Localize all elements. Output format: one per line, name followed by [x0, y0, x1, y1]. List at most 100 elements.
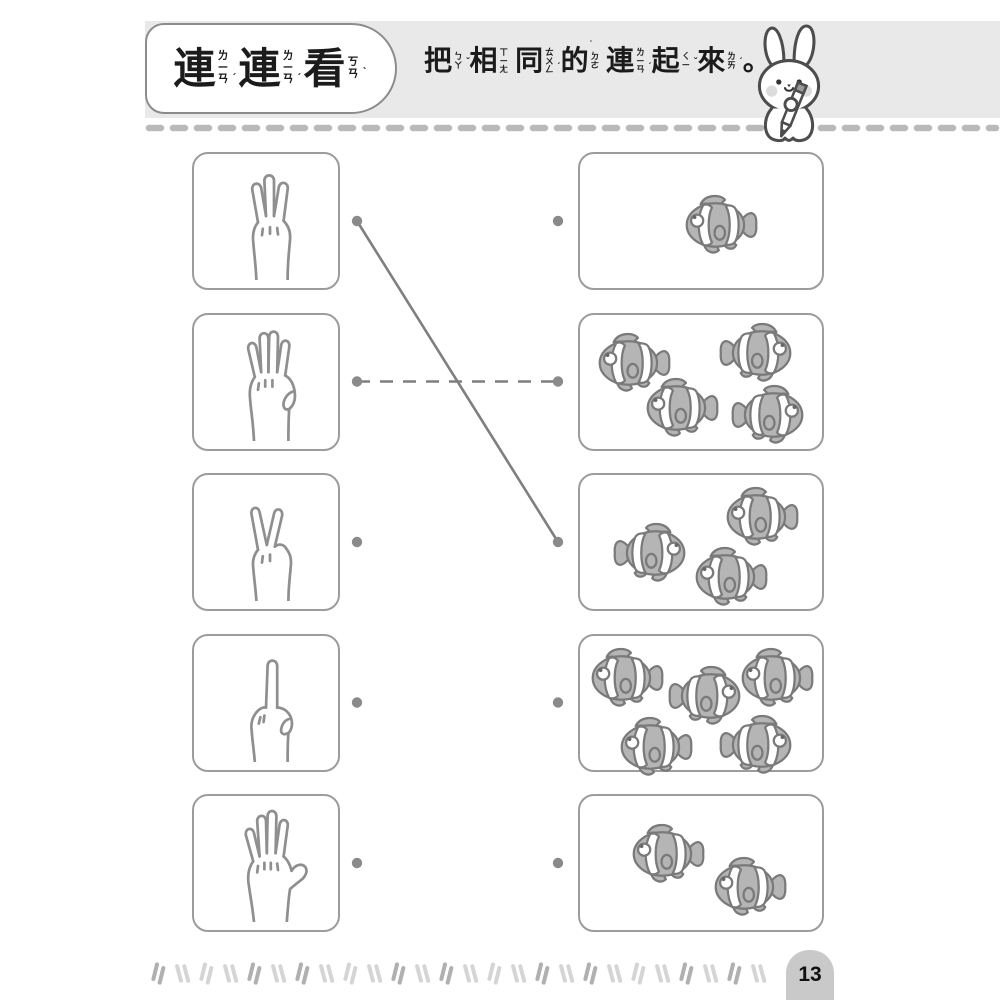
fish-box-row-1 [578, 152, 824, 290]
hand-box-row-1 [192, 152, 340, 290]
page-number: 13 [798, 963, 822, 986]
tally-mark [245, 959, 264, 987]
left-dot-row-5 [351, 857, 363, 869]
hand-4-fingers-icon [246, 329, 297, 441]
tally-mark [701, 959, 720, 987]
hanzi: 同 [515, 45, 544, 76]
fish-box-row-2 [578, 312, 824, 451]
right-dot-row-3 [552, 536, 564, 548]
hanzi: 連 [238, 44, 281, 92]
rabbit-right-ear [792, 24, 816, 70]
hanzi: 連 [173, 44, 216, 92]
clownfish-icon [609, 520, 697, 586]
hand-box-row-4 [192, 633, 340, 772]
left-dot-row-4 [351, 697, 363, 708]
hand-1-fingers-icon [250, 658, 294, 762]
page-number-tab: 13 [786, 950, 834, 1000]
left-dot-row-2 [351, 376, 363, 387]
tally-mark [293, 959, 312, 987]
tally-mark [197, 959, 216, 987]
tally-mark [269, 959, 288, 987]
clownfish-icon [621, 821, 709, 887]
hand-box-row-2 [192, 312, 340, 451]
clownfish-icon [703, 854, 791, 920]
hand-box-row-3 [192, 473, 340, 611]
tally-mark [509, 959, 528, 987]
rabbit-paw [783, 96, 799, 112]
tally-mark [221, 959, 240, 987]
right-dot-row-1 [552, 215, 564, 227]
hanzi: 來 [697, 45, 726, 76]
tally-mark [533, 959, 552, 987]
hand-box-row-5 [192, 794, 340, 932]
tally-mark [677, 959, 696, 987]
fish-box-row-3 [578, 473, 824, 611]
tally-mark [173, 959, 192, 987]
tally-mark [485, 959, 504, 987]
clownfish-icon [684, 544, 772, 610]
dotted-divider [145, 124, 1000, 132]
tally-mark [725, 959, 744, 987]
tally-mark [581, 959, 600, 987]
zhuyin-annotation: ㄉㄜ˙ [589, 40, 600, 70]
tally-mark [437, 959, 456, 987]
connection-solid [355, 220, 560, 543]
hanzi: 相 [469, 45, 498, 76]
tally-mark [749, 959, 768, 987]
tally-mark [605, 959, 624, 987]
tally-mark [629, 959, 648, 987]
tally-mark [653, 959, 672, 987]
clownfish-icon [715, 712, 803, 778]
tally-mark [557, 959, 576, 987]
hand-5-fingers-icon [244, 809, 308, 922]
tally-mark [461, 959, 480, 987]
clownfish-icon [715, 484, 803, 550]
fish-box-row-5 [578, 794, 824, 932]
tally-mark [365, 959, 384, 987]
hand-3-fingers-icon [250, 174, 292, 280]
right-dot-row-5 [552, 857, 564, 869]
footer-decoration [149, 959, 768, 987]
left-dot-row-3 [351, 536, 363, 548]
rabbit-mascot-icon [757, 24, 821, 143]
clownfish-icon [609, 714, 697, 780]
zhuyin-annotation: ㄒㄧㄤ [499, 46, 509, 75]
hanzi: 把 [424, 45, 453, 76]
tally-mark [389, 959, 408, 987]
left-dot-row-1 [351, 215, 363, 227]
tally-mark [149, 959, 168, 987]
fish-box-row-4 [578, 633, 824, 776]
hand-2-fingers-icon [250, 506, 293, 601]
clownfish-icon [715, 320, 803, 386]
right-dot-row-2 [552, 376, 564, 387]
clownfish-icon [635, 375, 723, 441]
tally-mark [413, 959, 432, 987]
clownfish-icon [664, 663, 752, 729]
annotated-char: 的ㄉㄜ˙ [561, 40, 607, 75]
annotated-char: 相ㄒㄧㄤ [470, 47, 516, 75]
hanzi: 連 [606, 45, 635, 76]
clownfish-icon [587, 330, 675, 396]
hanzi: 起 [651, 45, 680, 76]
tally-mark [341, 959, 360, 987]
